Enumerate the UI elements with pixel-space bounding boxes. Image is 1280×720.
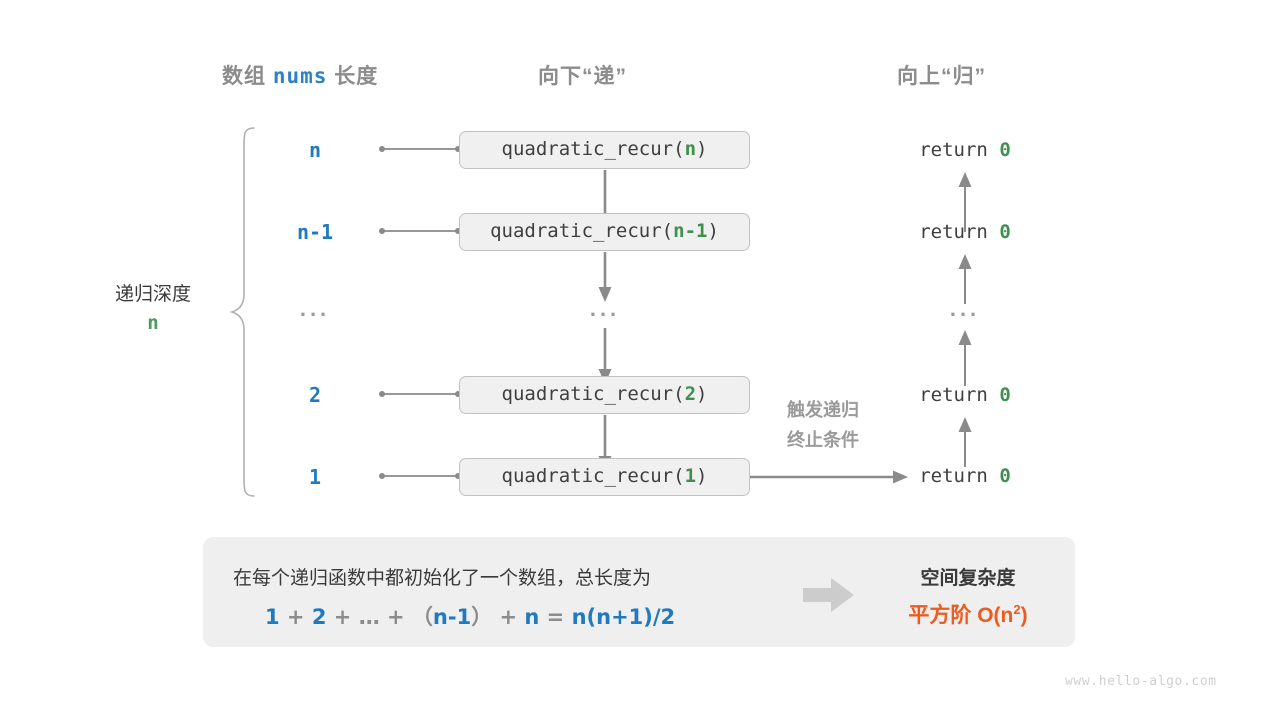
call-box-prefix-0: quadratic_recur(: [501, 138, 685, 160]
call-box-row-3[interactable]: quadratic_recur(2): [459, 376, 750, 414]
complexity-value-suffix: ): [1020, 604, 1028, 627]
formula-op1: +: [279, 605, 312, 629]
size-value-row-2: ...: [299, 296, 331, 321]
header-descend: 向下“递”: [538, 65, 627, 88]
depth-label-text: 递归深度: [114, 284, 191, 305]
formula-op2: +: [326, 605, 359, 629]
return-value-0: 0: [999, 139, 1011, 161]
formula-op4: +: [492, 605, 525, 629]
depth-label-value: n: [147, 312, 159, 335]
complexity-title: 空间复杂度: [920, 568, 1016, 589]
call-box-row-0[interactable]: quadratic_recur(n): [459, 131, 750, 169]
size-value-row-1: n-1: [296, 220, 334, 244]
summary-panel: 在每个递归函数中都初始化了一个数组，总长度为 1 + 2 + … + （n-1）…: [203, 537, 1075, 647]
return-label-row-0: return 0: [885, 139, 1045, 161]
call-box-suffix-3: ): [696, 383, 708, 405]
formula-op3: +: [379, 605, 412, 629]
header-ascend: 向上“归”: [897, 65, 986, 88]
formula-lparen: （: [411, 605, 433, 629]
size-value-row-0: n: [308, 138, 322, 162]
formula-eq: =: [539, 605, 572, 629]
connector-row-3: [378, 387, 462, 401]
header-array-code: nums: [272, 64, 328, 88]
formula-t1: 1: [265, 605, 280, 629]
formula-t3: …: [358, 605, 380, 629]
descend-arrow-1: [595, 252, 615, 304]
call-box-arg-4: 1: [684, 465, 697, 487]
return-text-4: return: [919, 465, 1000, 487]
call-box-prefix-3: quadratic_recur(: [501, 383, 685, 405]
header-array-suffix: 长度: [327, 65, 379, 88]
connector-row-1: [378, 224, 462, 238]
trigger-note-line1: 触发递归: [787, 400, 859, 420]
return-text-1: return: [919, 221, 1000, 243]
header-array-prefix: 数组: [222, 65, 273, 88]
call-box-row-2: ...: [589, 296, 621, 321]
call-box-suffix-0: ): [696, 138, 708, 160]
call-box-arg-3: 2: [684, 383, 697, 405]
complexity-value-prefix: 平方阶 O(n: [908, 604, 1014, 627]
call-box-arg-0: n: [684, 138, 697, 160]
ascend-arrow-1: [955, 252, 975, 304]
complexity-value: 平方阶 O(n2): [868, 599, 1068, 629]
complexity-value-exponent: 2: [1013, 602, 1021, 617]
return-value-1: 0: [999, 221, 1011, 243]
size-value-row-4: 1: [308, 465, 322, 489]
call-box-arg-1: n-1: [673, 220, 708, 242]
call-box-prefix-4: quadratic_recur(: [501, 465, 685, 487]
return-label-row-2: ...: [949, 296, 981, 321]
formula-t4: n-1: [432, 605, 472, 629]
return-text-3: return: [919, 384, 1000, 406]
size-value-row-3: 2: [308, 383, 322, 407]
depth-label: 递归深度 n: [88, 280, 218, 339]
formula-rparen: ）: [471, 605, 493, 629]
return-label-row-3: return 0: [885, 384, 1045, 406]
watermark: www.hello-algo.com: [1065, 674, 1217, 689]
depth-brace: [228, 126, 258, 498]
summary-description: 在每个递归函数中都初始化了一个数组，总长度为: [233, 568, 652, 589]
call-box-prefix-1: quadratic_recur(: [490, 220, 674, 242]
connector-row-4: [378, 469, 462, 483]
summary-formula: 1 + 2 + … + （n-1） + n = n(n+1)/2: [265, 601, 675, 631]
connector-row-0: [378, 142, 462, 156]
call-box-row-1[interactable]: quadratic_recur(n-1): [459, 213, 750, 251]
return-text-0: return: [919, 139, 1000, 161]
ascend-arrow-2: [955, 328, 975, 386]
result-arrow-icon: [801, 575, 857, 615]
return-label-row-4: return 0: [885, 465, 1045, 487]
ascend-arrow-3: [955, 415, 975, 467]
call-box-row-4[interactable]: quadratic_recur(1): [459, 458, 750, 496]
return-value-3: 0: [999, 384, 1011, 406]
return-label-row-1: return 0: [885, 221, 1045, 243]
call-box-suffix-4: ): [696, 465, 708, 487]
call-box-suffix-1: ): [707, 220, 719, 242]
return-value-4: 0: [999, 465, 1011, 487]
formula-t5: n: [524, 605, 540, 629]
trigger-note: 触发递归 终止条件: [763, 396, 883, 455]
base-case-arrow: [750, 468, 910, 486]
formula-t6: n(n+1)/2: [571, 605, 676, 629]
trigger-note-line2: 终止条件: [787, 429, 859, 450]
formula-t2: 2: [311, 605, 327, 629]
ascend-arrow-0: [955, 170, 975, 232]
header-array-length: 数组 nums 长度: [222, 60, 378, 90]
